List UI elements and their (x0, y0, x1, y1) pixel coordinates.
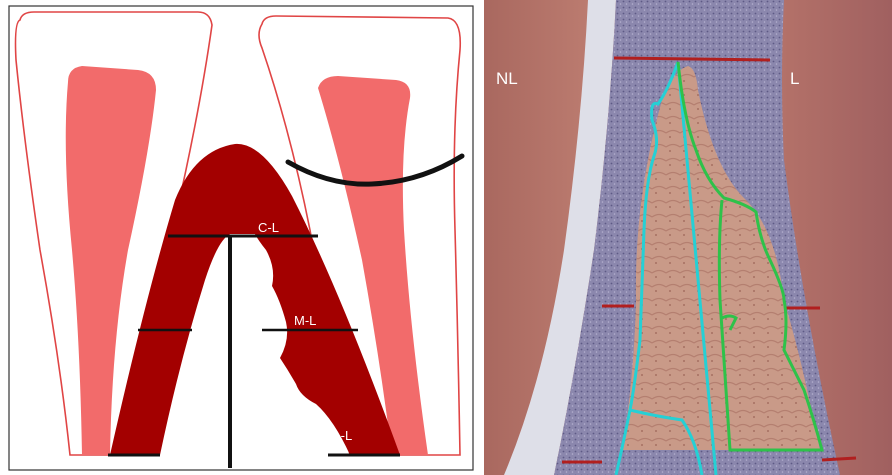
schematic-svg: Non-Ligated (NL) Ligated (L) C-L M-L A-L… (0, 0, 478, 475)
apex-level-line-l (822, 458, 856, 460)
schematic-panel: Non-Ligated (NL) Ligated (L) C-L M-L A-L… (0, 0, 478, 475)
histology-svg: NL L (484, 0, 892, 475)
middle-label: M-L (294, 313, 316, 328)
crestal-label: C-L (258, 220, 279, 235)
nl-label: NL (496, 69, 518, 88)
area-label: Area-L (240, 373, 255, 412)
histology-panel: NL L (484, 0, 892, 475)
crest-level-line (614, 58, 770, 60)
nl-tooth-label: Non-Ligated (NL) (30, 39, 145, 56)
l-label: L (790, 69, 799, 88)
l-tooth-label: Ligated (L) (308, 41, 380, 58)
apical-label: A-L (332, 428, 352, 443)
